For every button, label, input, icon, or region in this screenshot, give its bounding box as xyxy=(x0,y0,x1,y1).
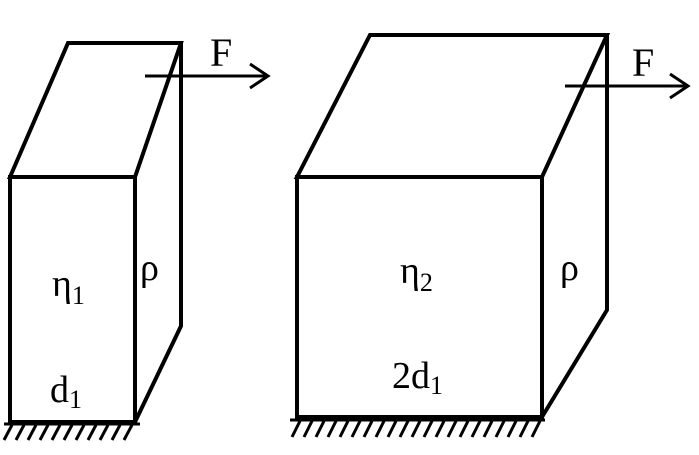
block-2-density-label: ρ xyxy=(560,247,579,289)
block-2-side-face xyxy=(540,35,609,419)
block-1: F η1 ρ d1 xyxy=(2,30,271,441)
block-1-top-face xyxy=(6,41,184,179)
block-1-force-arrow xyxy=(145,62,271,90)
block-1-ground-hatching xyxy=(2,422,140,441)
block-2-force-arrow xyxy=(565,72,691,100)
block-1-density-label: ρ xyxy=(140,247,159,289)
block-1-viscosity-label: η1 xyxy=(52,263,85,310)
block-1-force-label: F xyxy=(210,30,232,75)
block-1-thickness-label: d1 xyxy=(50,369,82,414)
block-1-side-face xyxy=(133,43,183,423)
block-2-force-label: F xyxy=(632,40,654,85)
block-2: F η2 ρ 2d1 xyxy=(290,33,691,438)
block-2-top-face xyxy=(293,33,611,179)
block-2-viscosity-label: η2 xyxy=(400,250,433,297)
block-2-ground-hatching xyxy=(290,418,545,438)
block-2-thickness-label: 2d1 xyxy=(392,355,443,400)
